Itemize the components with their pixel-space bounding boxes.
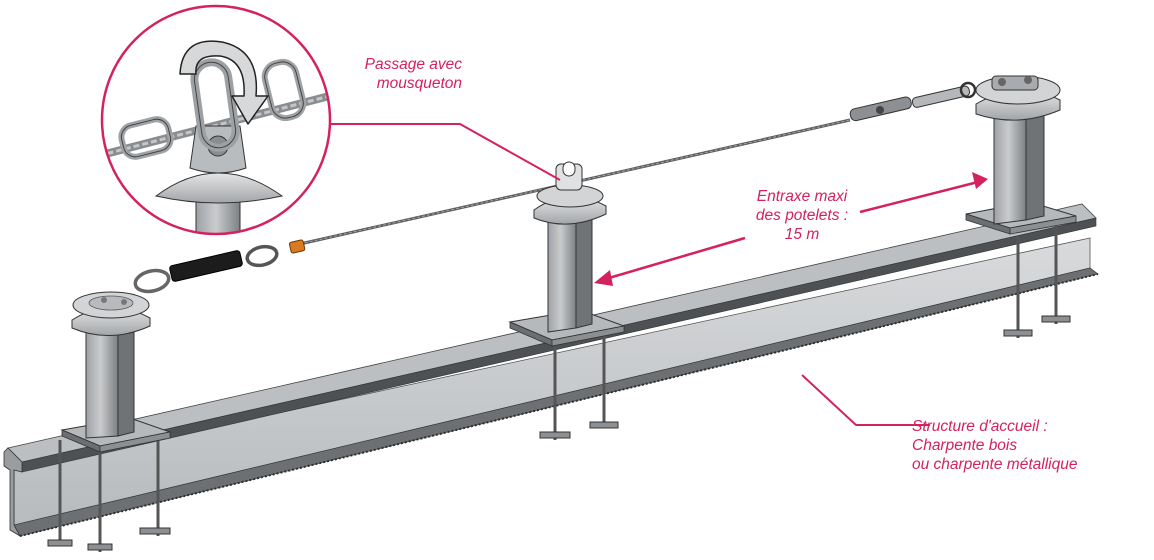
fixing-mid-a	[539, 340, 571, 440]
beam-serration	[19, 273, 1099, 537]
fixing-right-b	[1041, 226, 1071, 324]
structure-line-1: Structure d'accueil :	[912, 418, 1048, 435]
leader-passage	[322, 123, 561, 181]
end-post-left	[60, 291, 172, 453]
beam-fixings	[47, 226, 1071, 552]
structure-line-3: ou charpente métallique	[912, 456, 1078, 473]
passage-annotation: Passage avec mousqueton	[338, 55, 462, 93]
end-post-right	[965, 75, 1077, 235]
spacing-arrow-right	[859, 172, 988, 214]
entraxe-line-3: 15 m	[784, 226, 820, 243]
callout-graphics	[322, 123, 988, 426]
structure-line-2: Charpente bois	[912, 437, 1018, 454]
leader-structure	[801, 374, 930, 426]
carabiner-left	[133, 268, 171, 294]
fixing-left-b	[87, 446, 113, 552]
curved-arrow-icon	[179, 40, 269, 125]
entraxe-line-1: Entraxe maxi	[756, 188, 848, 205]
orange-fitting	[288, 239, 306, 254]
fixing-mid-b	[589, 325, 619, 429]
entraxe-line-2: des potelets :	[755, 207, 849, 224]
energy-absorber	[169, 250, 243, 282]
beam-end-face	[3, 447, 23, 538]
zoom-detail	[100, 4, 332, 236]
cable-tensioner	[849, 81, 977, 122]
fixing-left-a	[47, 440, 73, 547]
carabiner-icon	[245, 244, 279, 268]
zoom-frame	[100, 4, 332, 236]
spacing-arrow-left	[594, 236, 746, 286]
fixing-right-a	[1003, 236, 1033, 338]
entraxe-annotation: Entraxe maxi des potelets : 15 m	[732, 187, 872, 244]
passage-line-1: Passage avec	[364, 56, 462, 73]
structure-annotation: Structure d'accueil : Charpente bois ou …	[912, 417, 1152, 474]
intermediate-post	[508, 161, 626, 347]
fixing-left-c	[139, 432, 171, 536]
passage-line-2: mousqueton	[376, 75, 462, 92]
